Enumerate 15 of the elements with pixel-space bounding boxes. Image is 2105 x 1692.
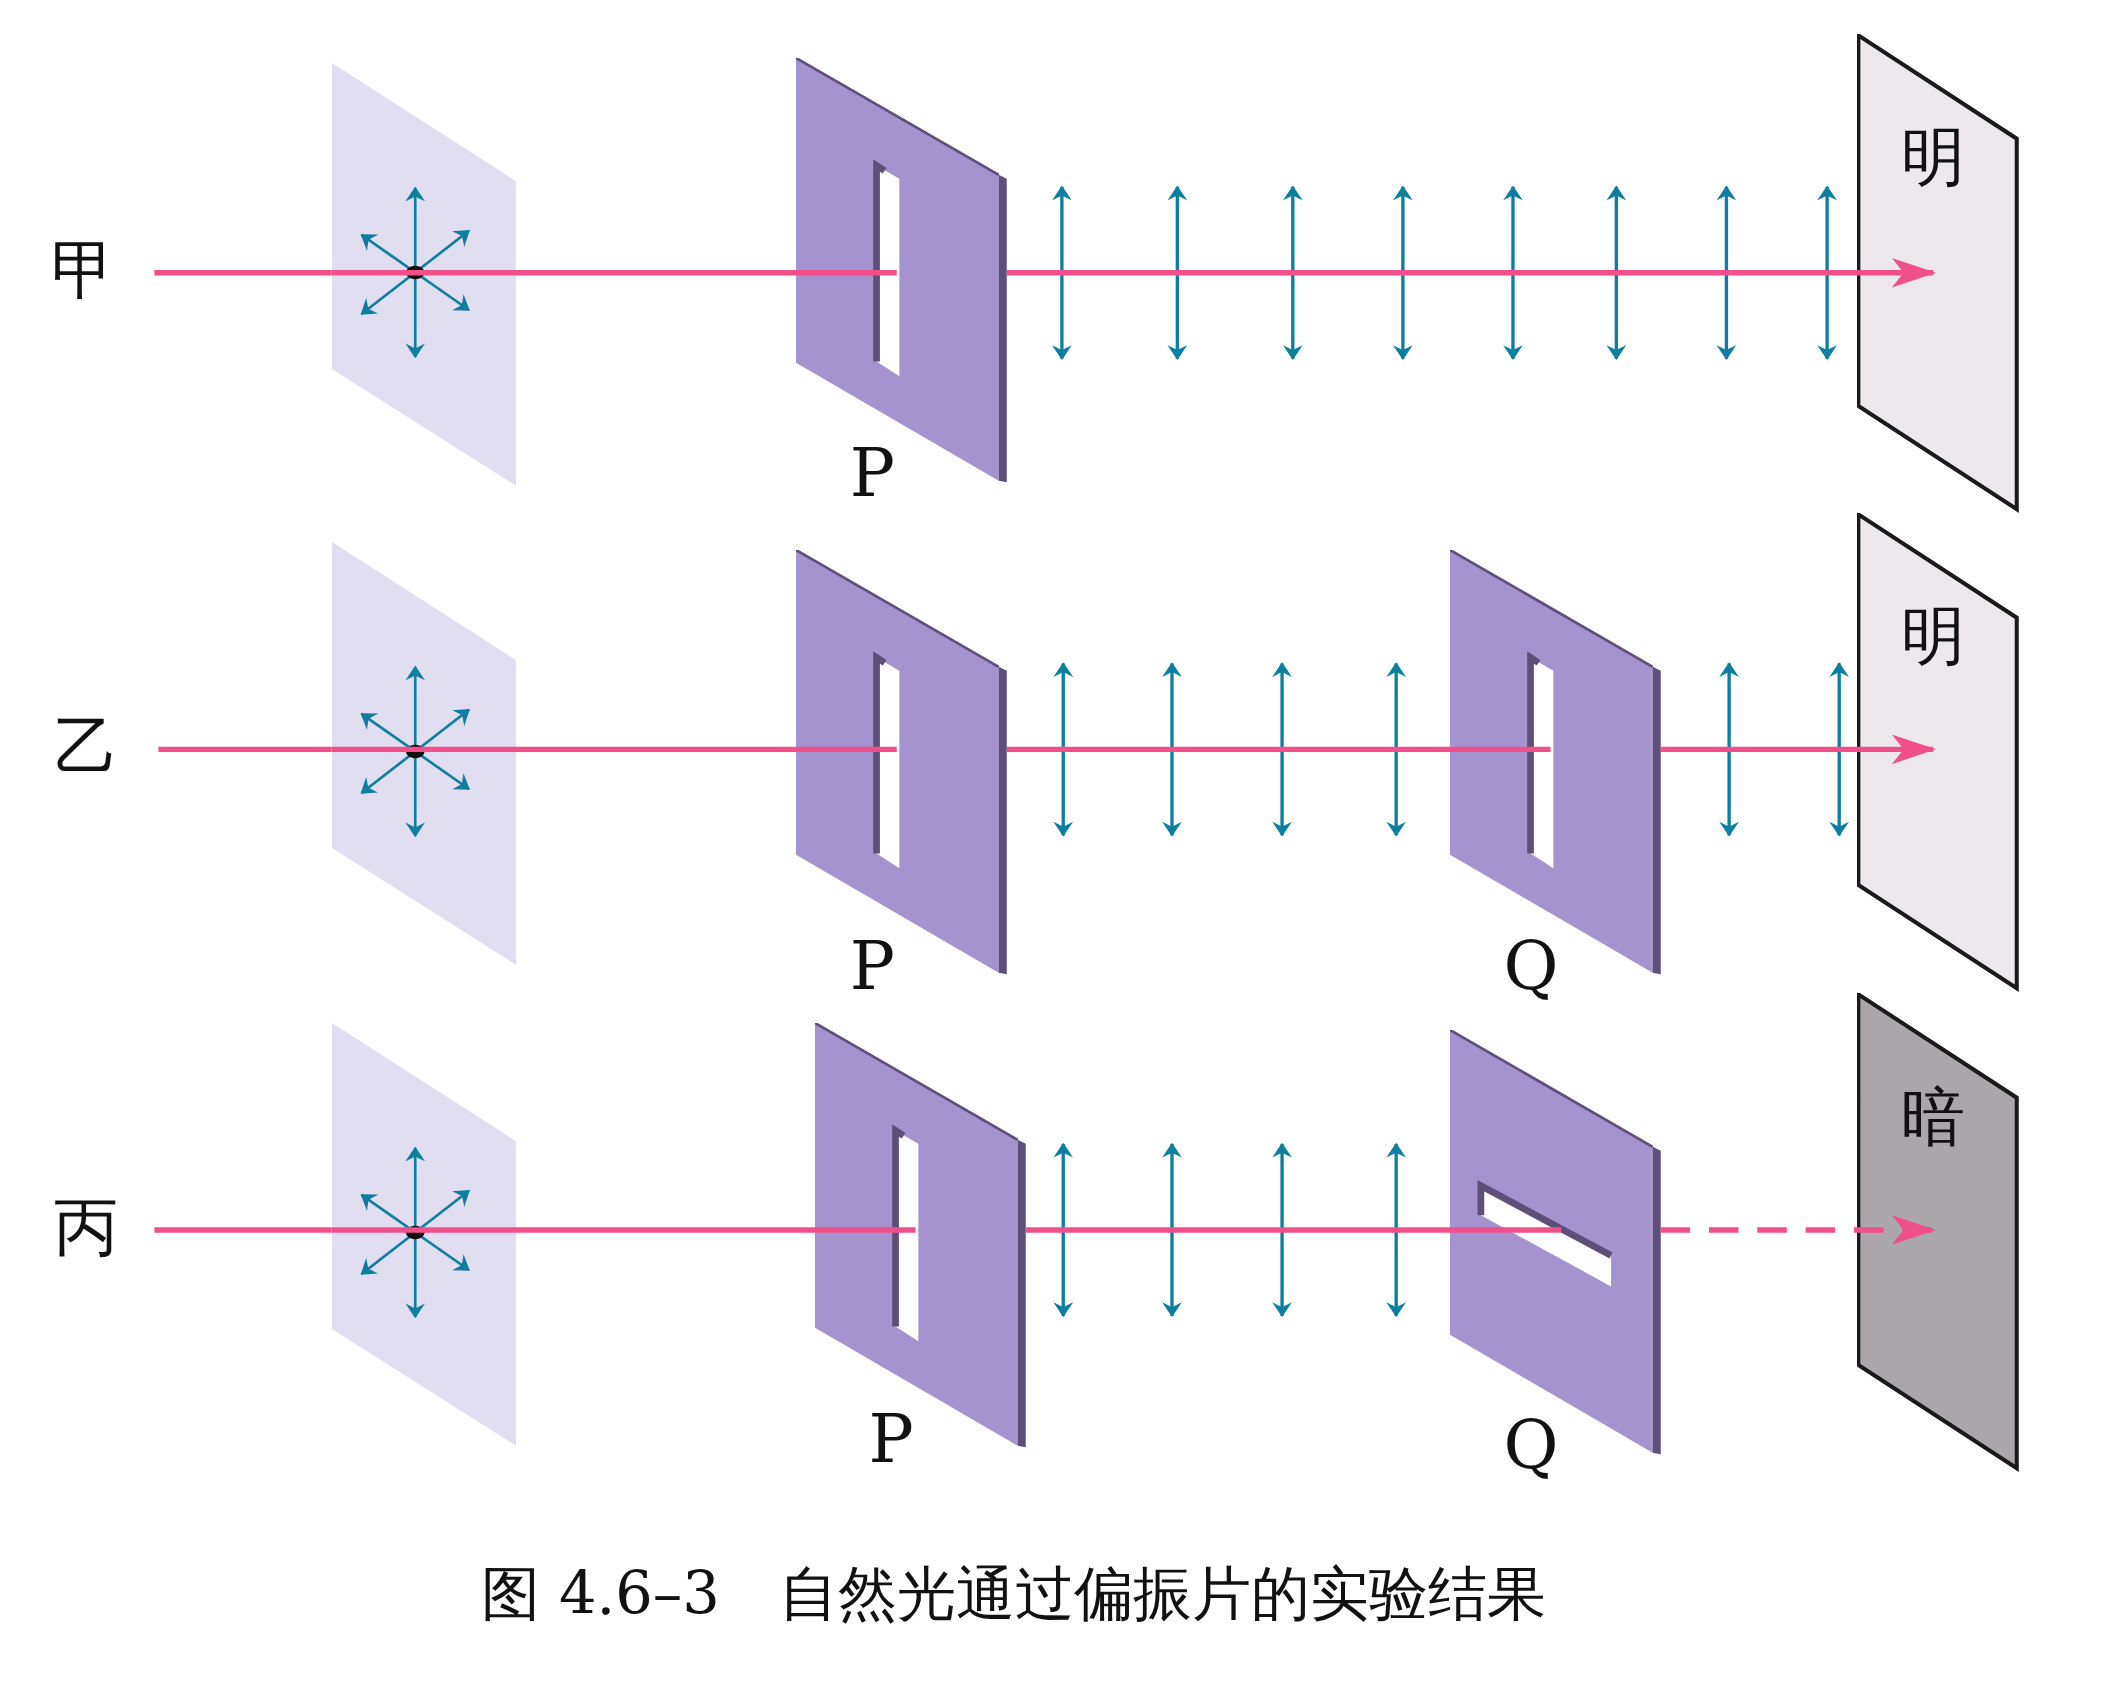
polarizer-label: P [868, 1405, 914, 1473]
row-label: 乙 [53, 714, 118, 779]
polarizer-label: Q [1503, 1412, 1559, 1480]
figure-caption: 图 4.6–3 自然光通过偏振片的实验结果 [480, 1563, 1547, 1624]
light-beam-arrow [1660, 1215, 1937, 1245]
polarizer-label: Q [1503, 933, 1559, 1001]
light-beam-arrow [1006, 258, 1937, 288]
screen-label: 明 [1900, 604, 1965, 669]
polarizer-label: P [849, 440, 895, 508]
row-label: 甲 [51, 237, 115, 303]
screen-label: 明 [1900, 124, 1965, 190]
light-beam-arrow [1660, 734, 1937, 765]
polarizer-label: P [849, 933, 895, 1001]
screen-label: 暗 [1900, 1084, 1965, 1150]
row-label: 丙 [53, 1194, 118, 1260]
